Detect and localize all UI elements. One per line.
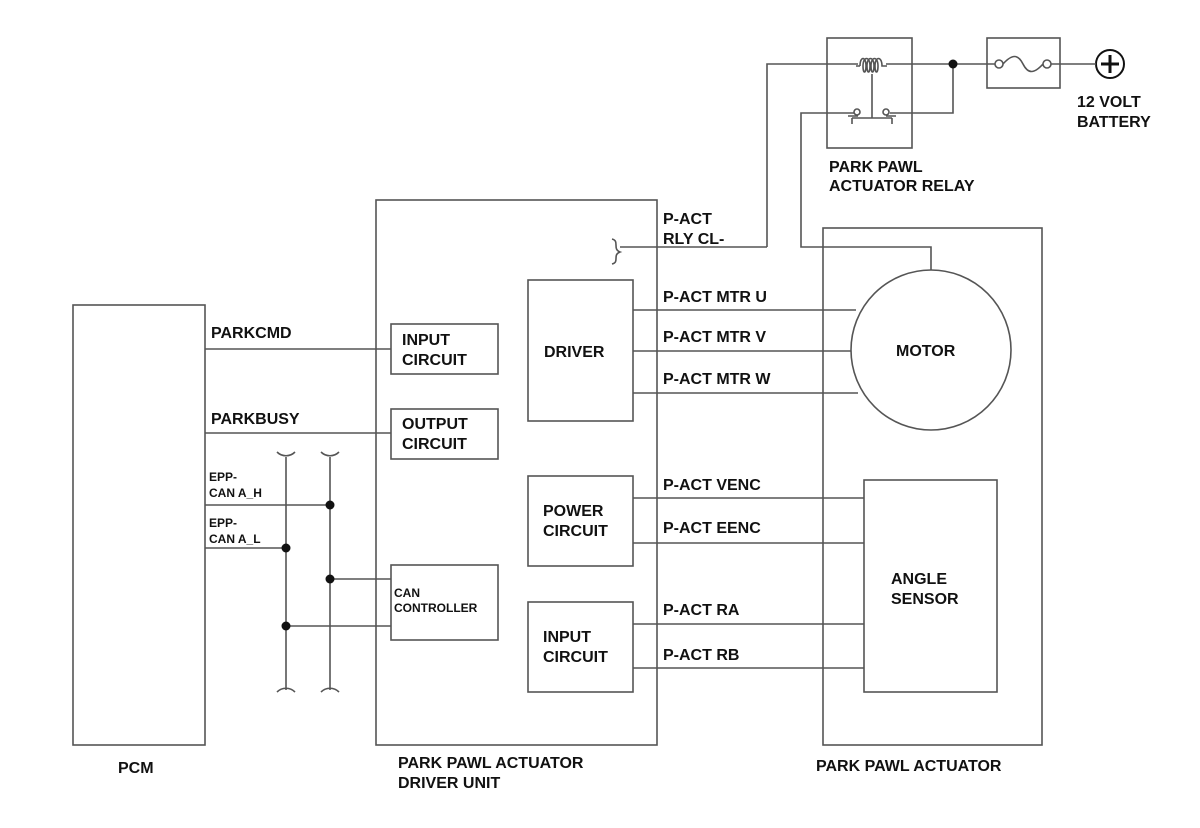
battery-label: 12 VOLT BATTERY: [1077, 94, 1151, 131]
relay-box: [826, 37, 913, 149]
can-h-label: EPP- CAN A_H: [209, 470, 262, 500]
fuse-icon: [1002, 55, 1044, 73]
power-circuit-label: POWER CIRCUIT: [543, 503, 608, 540]
can-l-label: EPP- CAN A_L: [209, 516, 261, 546]
actuator-label: PARK PAWL ACTUATOR: [816, 758, 1002, 775]
venc-label: P-ACT VENC: [663, 477, 761, 494]
relay-coil-icon: [856, 57, 887, 73]
relay-coil-signal-label: P-ACT RLY CL-: [663, 211, 724, 248]
can-controller-box: [390, 564, 499, 641]
power-circuit-box: [527, 475, 634, 567]
fuse-box: [986, 37, 1061, 89]
input-circuit-lower-label: INPUT CIRCUIT: [543, 629, 608, 666]
pcm-label: PCM: [118, 760, 154, 777]
ra-label: P-ACT RA: [663, 602, 740, 619]
can-controller-label: CAN CONTROLLER: [394, 586, 478, 615]
input-circuit-upper-label: INPUT CIRCUIT: [402, 332, 467, 369]
motor-label: MOTOR: [896, 343, 956, 360]
driver-box: [527, 279, 634, 422]
mtr-v-label: P-ACT MTR V: [663, 329, 766, 346]
parkcmd-label: PARKCMD: [211, 325, 292, 342]
rb-label: P-ACT RB: [663, 647, 739, 664]
eenc-label: P-ACT EENC: [663, 520, 761, 537]
pcm-box: [72, 304, 206, 746]
driver-unit-label: PARK PAWL ACTUATOR DRIVER UNIT: [398, 755, 588, 792]
input-circuit-lower-box: [527, 601, 634, 693]
output-circuit-box: [390, 408, 499, 460]
driver-label: DRIVER: [544, 344, 605, 361]
angle-sensor-label: ANGLE SENSOR: [891, 571, 959, 608]
mtr-w-label: P-ACT MTR W: [663, 371, 771, 388]
output-circuit-label: OUTPUT CIRCUIT: [402, 416, 472, 453]
relay-label: PARK PAWL ACTUATOR RELAY: [829, 159, 975, 195]
angle-sensor-box: [863, 479, 998, 693]
parkbusy-label: PARKBUSY: [211, 411, 300, 428]
wire-break-icon: [611, 238, 623, 265]
mtr-u-label: P-ACT MTR U: [663, 289, 767, 306]
input-circuit-upper-box: [390, 323, 499, 375]
